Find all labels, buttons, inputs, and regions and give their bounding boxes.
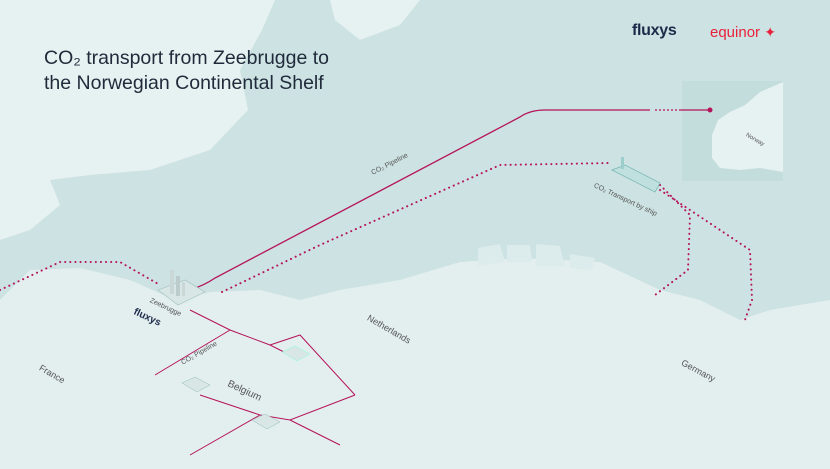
ship-icon	[611, 157, 661, 193]
wadden-islands	[478, 244, 595, 270]
facility-icon	[181, 345, 311, 430]
norway-endpoint	[707, 107, 713, 113]
uk-landmass	[0, 0, 275, 240]
ship-route	[0, 162, 754, 321]
continent-landmass	[0, 258, 830, 469]
co2-pipeline-route	[189, 109, 650, 291]
norway-landmass	[712, 82, 783, 172]
equinor-logo-text: equinor	[710, 24, 761, 41]
zeebrugge-terminal-icon	[157, 270, 206, 306]
equinor-logo: equinor ✦	[710, 24, 776, 41]
belgium-pipelines	[154, 309, 356, 456]
title-line-1: CO₂ transport from Zeebrugge to	[44, 47, 330, 69]
equinor-star-icon: ✦	[764, 24, 776, 40]
uk-top	[330, 0, 420, 40]
title-line-2: the Norwegian Continental Shelf	[44, 72, 324, 94]
page-title: CO₂ transport from Zeebrugge to the Norw…	[44, 46, 329, 96]
fluxys-logo: fluxys	[632, 22, 677, 39]
